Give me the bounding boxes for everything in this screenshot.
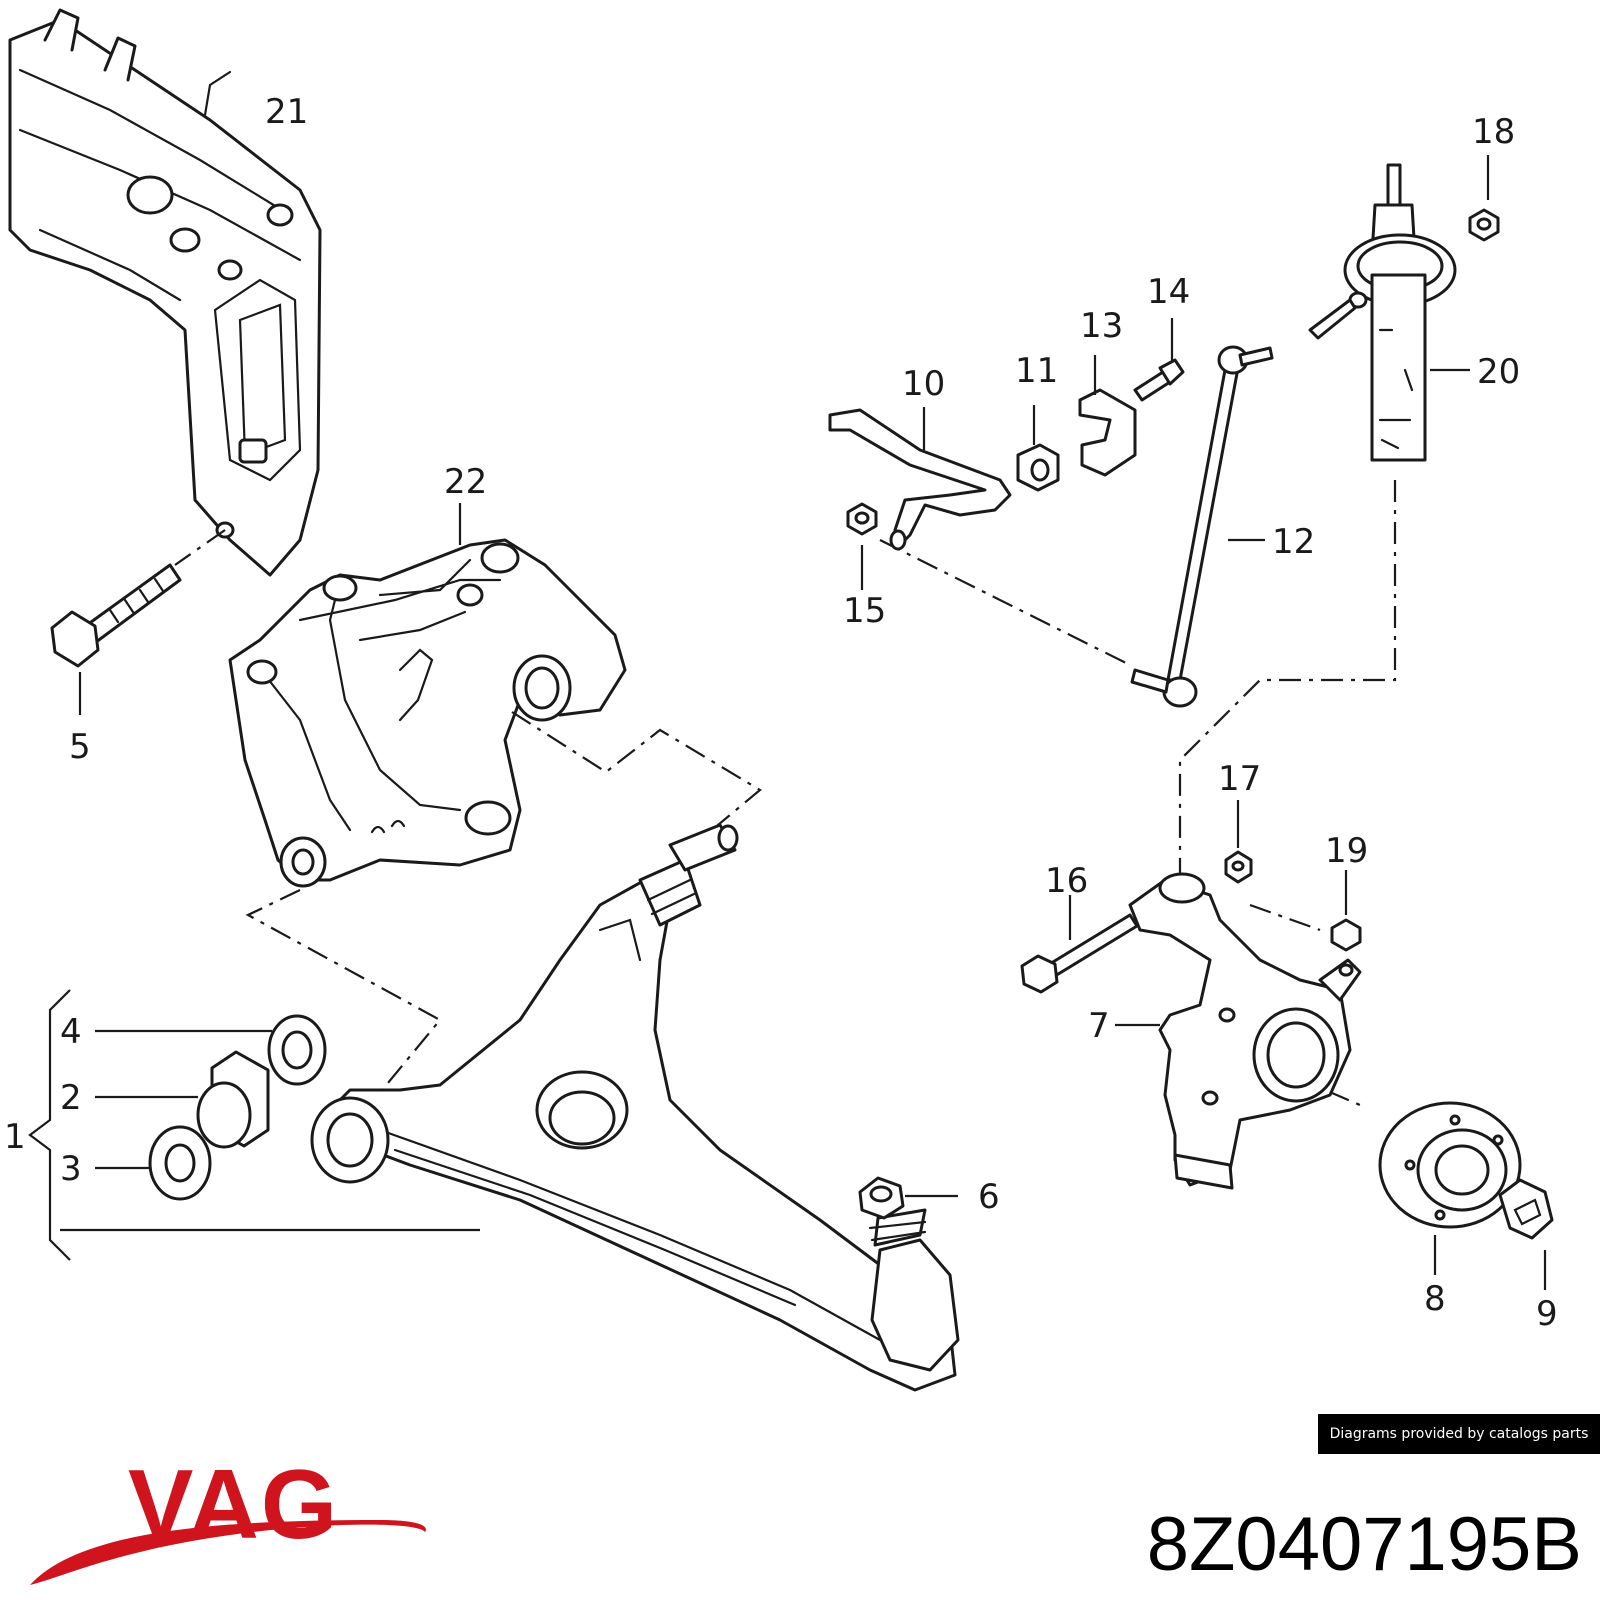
bolt-part-14 — [1133, 318, 1185, 402]
label-2: 2 — [60, 1078, 82, 1118]
label-18: 18 — [1472, 112, 1515, 152]
label-14: 14 — [1147, 272, 1190, 312]
subframe-part-21 — [8, 8, 322, 577]
label-4: 4 — [60, 1012, 82, 1052]
hub-part-8 — [1378, 1101, 1522, 1275]
label-21: 21 — [265, 92, 308, 132]
label-15: 15 — [843, 591, 886, 631]
nut-part-6 — [858, 1176, 958, 1220]
knuckle-part-7 — [1115, 872, 1362, 1190]
bolt-part-16 — [1020, 895, 1139, 994]
stabilizer-bar-part-10 — [828, 407, 1012, 551]
label-20: 20 — [1477, 352, 1520, 392]
nut-part-15 — [846, 502, 878, 590]
label-6: 6 — [978, 1177, 1000, 1217]
label-9: 9 — [1536, 1294, 1558, 1334]
vag-logo: VAG — [20, 1450, 460, 1590]
callout-labels: 21 5 22 10 11 13 14 18 20 12 15 17 19 16… — [4, 92, 1558, 1334]
nut-part-18 — [1468, 155, 1500, 242]
link-rod-part-12 — [1130, 345, 1274, 708]
label-16: 16 — [1045, 861, 1088, 901]
label-22: 22 — [444, 462, 487, 502]
nut-part-19 — [1330, 870, 1362, 952]
diagram-credit-banner: Diagrams provided by catalogs parts — [1318, 1414, 1600, 1454]
label-10: 10 — [902, 364, 945, 404]
bolt-part-9 — [1498, 1178, 1554, 1290]
label-8: 8 — [1424, 1279, 1446, 1319]
label-7: 7 — [1088, 1006, 1110, 1046]
label-3: 3 — [60, 1149, 82, 1189]
control-arm — [310, 823, 960, 1392]
logo-swoosh — [30, 1520, 426, 1585]
bushing-part-11 — [1016, 405, 1060, 492]
label-17: 17 — [1218, 759, 1261, 799]
strut-part-20 — [1308, 163, 1470, 462]
clamp-part-13 — [1078, 355, 1137, 477]
label-5: 5 — [69, 727, 91, 767]
bushing-set — [28, 989, 480, 1261]
label-1: 1 — [4, 1117, 26, 1157]
bracket-part-22 — [228, 503, 627, 888]
bolt-part-5 — [50, 529, 226, 715]
part-number: 8Z0407195B — [1146, 1502, 1582, 1587]
vag-logo-text: VAG — [128, 1449, 340, 1559]
label-19: 19 — [1325, 831, 1368, 871]
label-13: 13 — [1080, 306, 1123, 346]
nut-part-17 — [1224, 800, 1253, 884]
label-12: 12 — [1272, 522, 1315, 562]
label-11: 11 — [1015, 351, 1058, 391]
